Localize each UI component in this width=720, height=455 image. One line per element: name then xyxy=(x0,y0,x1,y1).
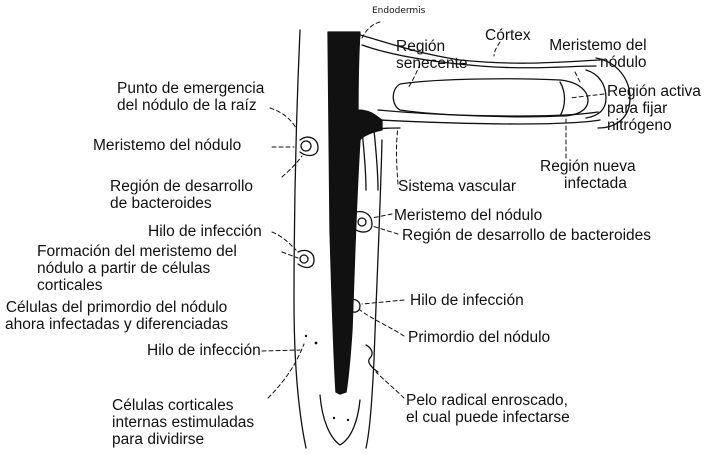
nodule-arm-lower xyxy=(380,120,600,124)
active-region xyxy=(393,79,588,117)
label-primordio-nodulo: Primordio del nódulo xyxy=(408,329,550,346)
root-outline-right xyxy=(366,140,382,448)
leader-hilo-right xyxy=(362,300,404,304)
label-cortex: Córtex xyxy=(485,27,531,44)
label-hilo-infeccion-2: Hilo de infección xyxy=(147,342,261,359)
leader-cortex xyxy=(494,42,500,56)
nodule-left-mid-core xyxy=(300,255,308,263)
root-outline-left xyxy=(294,30,306,448)
leader-meristemo-right xyxy=(372,214,392,218)
vascular-cylinder xyxy=(328,32,382,394)
label-hilo-infeccion-right: Hilo de infección xyxy=(410,292,524,309)
label-sistema-vascular: Sistema vascular xyxy=(398,178,516,195)
label-hilo-infeccion-1: Hilo de infección xyxy=(148,223,262,240)
leader-punto xyxy=(270,108,296,128)
label-region-desarrollo-right: Región de desarrollo de bacteroides xyxy=(402,227,651,244)
leader-desarrollo-right xyxy=(372,226,398,234)
leader-meristemo-top xyxy=(575,72,580,82)
leader-hilo-1 xyxy=(272,232,296,250)
root-tip-inner xyxy=(320,395,360,445)
nodule-right-mid-core xyxy=(358,218,366,226)
active-region-split xyxy=(560,82,565,116)
nodule-left-upper xyxy=(300,137,318,155)
label-pelo-radical: Pelo radical enroscado,el cual puede inf… xyxy=(406,392,570,426)
leader-pelo xyxy=(376,372,404,398)
branch-vertical-2 xyxy=(374,130,378,190)
leader-formacion xyxy=(282,252,298,258)
label-endodermis: Endodermis xyxy=(372,6,425,16)
nodule-left-upper-core xyxy=(301,141,311,151)
leader-celulas xyxy=(268,344,304,398)
leader-desarrollo-left xyxy=(282,156,302,177)
root-hair xyxy=(366,345,378,372)
leader-sistema xyxy=(397,128,399,184)
label-meristemo-right: Meristemo del nódulo xyxy=(394,207,542,224)
leader-hilo-2 xyxy=(262,350,300,351)
leader-primordio xyxy=(360,310,404,336)
label-meristemo-left: Meristemo del nódulo xyxy=(93,137,241,154)
branch-vertical-1 xyxy=(362,130,366,190)
